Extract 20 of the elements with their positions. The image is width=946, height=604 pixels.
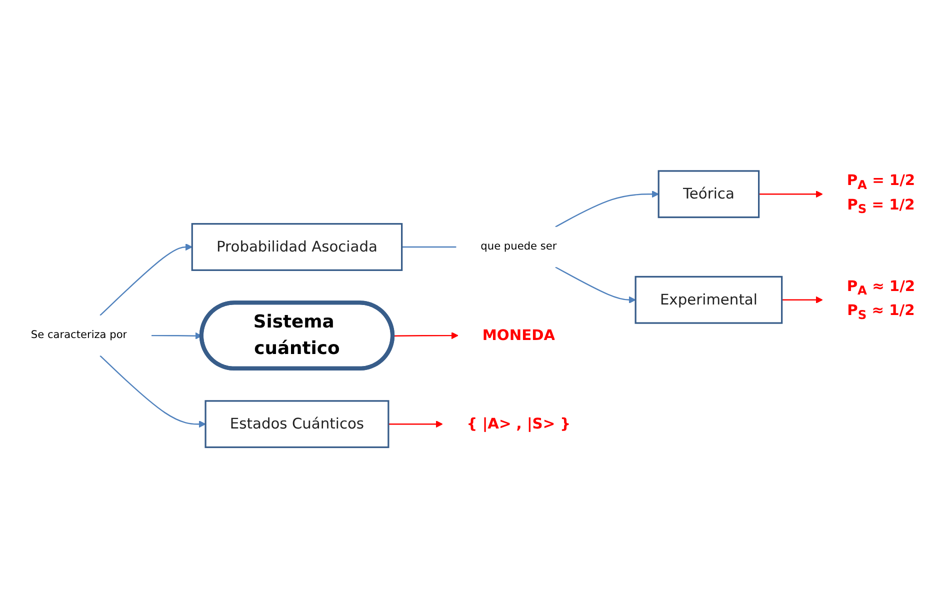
arrow [100, 354, 206, 428]
node-box: Probabilidad Asociada [191, 222, 403, 271]
node-text: P$_{A}$ = 1/2 P$_{S}$ = 1/2 [846, 172, 916, 216]
node-text: MONEDA [482, 326, 556, 344]
connector [402, 246, 456, 248]
node-text: P$_{A}$ ≈ 1/2 P$_{S}$ ≈ 1/2 [846, 278, 916, 322]
node-box: Teórica [658, 170, 760, 218]
node-box: Estados Cuánticos [204, 400, 390, 448]
node-box: Experimental [634, 276, 783, 324]
arrow [100, 243, 192, 316]
arrow [152, 332, 202, 340]
arrow [758, 190, 823, 198]
node-text: que puede ser [480, 240, 557, 253]
node-text: Se caracteriza por [30, 328, 128, 342]
arrow [782, 296, 823, 304]
arrow [555, 266, 636, 304]
arrow [555, 190, 659, 228]
arrow [388, 420, 443, 428]
node-text: { |A> , |S> } [466, 415, 571, 432]
arrow [392, 332, 458, 339]
